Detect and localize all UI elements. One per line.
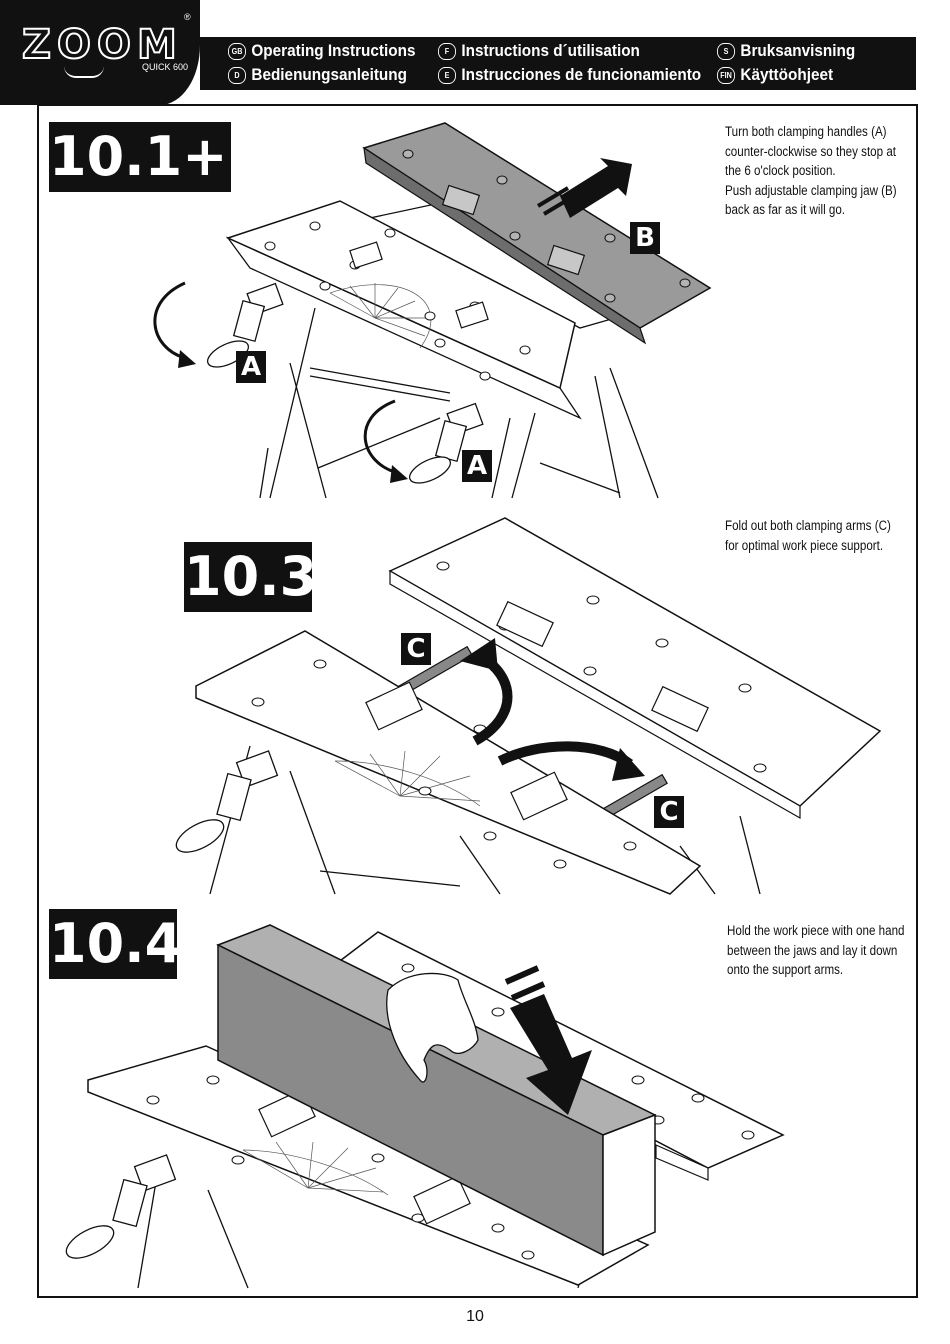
brand-logo: ZOOM ® QUICK 600 xyxy=(0,0,200,105)
header-item-label: Bedienungsanleitung xyxy=(251,65,407,84)
workbench-drawing-workpiece xyxy=(65,924,785,1289)
header-item-label: Bruksanvisning xyxy=(740,41,856,60)
instruction-line: counter-clockwise so they stop at xyxy=(725,143,897,159)
callout-b-jaw: B xyxy=(630,222,660,254)
header-item-label: Instructions d´utilisation xyxy=(461,41,640,60)
header-item-f: F Instructions d´utilisation xyxy=(438,41,640,61)
lang-code-badge: FIN xyxy=(717,67,735,84)
header-item-s: S Bruksanvisning xyxy=(717,41,855,61)
lang-code-badge: E xyxy=(438,67,456,84)
header-item-fin: FIN Käyttöohjeet xyxy=(717,65,833,85)
logo-model: QUICK 600 xyxy=(142,62,189,72)
callout-c-arm-left: C xyxy=(401,633,431,665)
illustration-step-10-3 xyxy=(160,516,890,896)
instruction-line: the 6 o'clock position. xyxy=(725,163,836,178)
logo-swoosh xyxy=(64,66,104,78)
step-instructions-10-1-2: Turn both clamping handles (A) counter-c… xyxy=(725,122,897,220)
lang-code-badge: GB xyxy=(228,43,246,60)
lang-code-badge: S xyxy=(717,43,735,60)
instruction-line: back as far as it will go. xyxy=(725,202,846,217)
callout-a-handle-right: A xyxy=(462,450,492,482)
header-item-label: Käyttöohjeet xyxy=(740,65,834,84)
workbench-drawing-jaw-back xyxy=(153,122,712,499)
step-label-10-3: 10.3 xyxy=(184,542,317,612)
illustration-step-10-1-2 xyxy=(140,118,720,503)
callout-a-handle-left: A xyxy=(236,351,266,383)
step-instructions-10-3: Fold out both clamping arms (C) for opti… xyxy=(725,516,891,555)
workbench-drawing-arms-out xyxy=(175,517,882,895)
logo-registered-mark: ® xyxy=(184,12,191,22)
language-header-bar: GB Operating Instructions D Bedienungsanle… xyxy=(200,37,916,90)
logo-wordmark: ZOOM xyxy=(21,21,183,69)
instruction-line: onto the support arms. xyxy=(727,962,844,977)
lang-code-badge: D xyxy=(228,67,246,84)
content-frame xyxy=(37,104,918,1298)
instruction-line: Push adjustable clamping jaw (B) xyxy=(725,182,897,198)
header-item-label: Instrucciones de funcionamiento xyxy=(461,65,702,84)
header-item-d: D Bedienungsanleitung xyxy=(228,65,407,85)
page-number: 10 xyxy=(466,1308,484,1325)
lang-code-badge: F xyxy=(438,43,456,60)
header-item-label: Operating Instructions xyxy=(251,41,416,60)
step-label-10-4: 10.4 xyxy=(49,909,182,979)
header-item-e: E Instrucciones de funcionamiento xyxy=(438,65,701,85)
instruction-line: Turn both clamping handles (A) xyxy=(725,124,887,139)
callout-c-arm-right: C xyxy=(654,796,684,828)
instruction-line: for optimal work piece support. xyxy=(725,537,884,553)
step-label-10-1-2: 10.1+2 xyxy=(49,122,265,192)
illustration-step-10-4 xyxy=(58,920,788,1290)
instruction-line: Hold the work piece with one hand xyxy=(727,923,905,938)
instruction-line: between the jaws and lay it down xyxy=(727,942,898,958)
step-instructions-10-4: Hold the work piece with one hand betwee… xyxy=(727,921,904,980)
header-item-gb: GB Operating Instructions xyxy=(228,41,415,61)
instruction-line: Fold out both clamping arms (C) xyxy=(725,518,891,533)
